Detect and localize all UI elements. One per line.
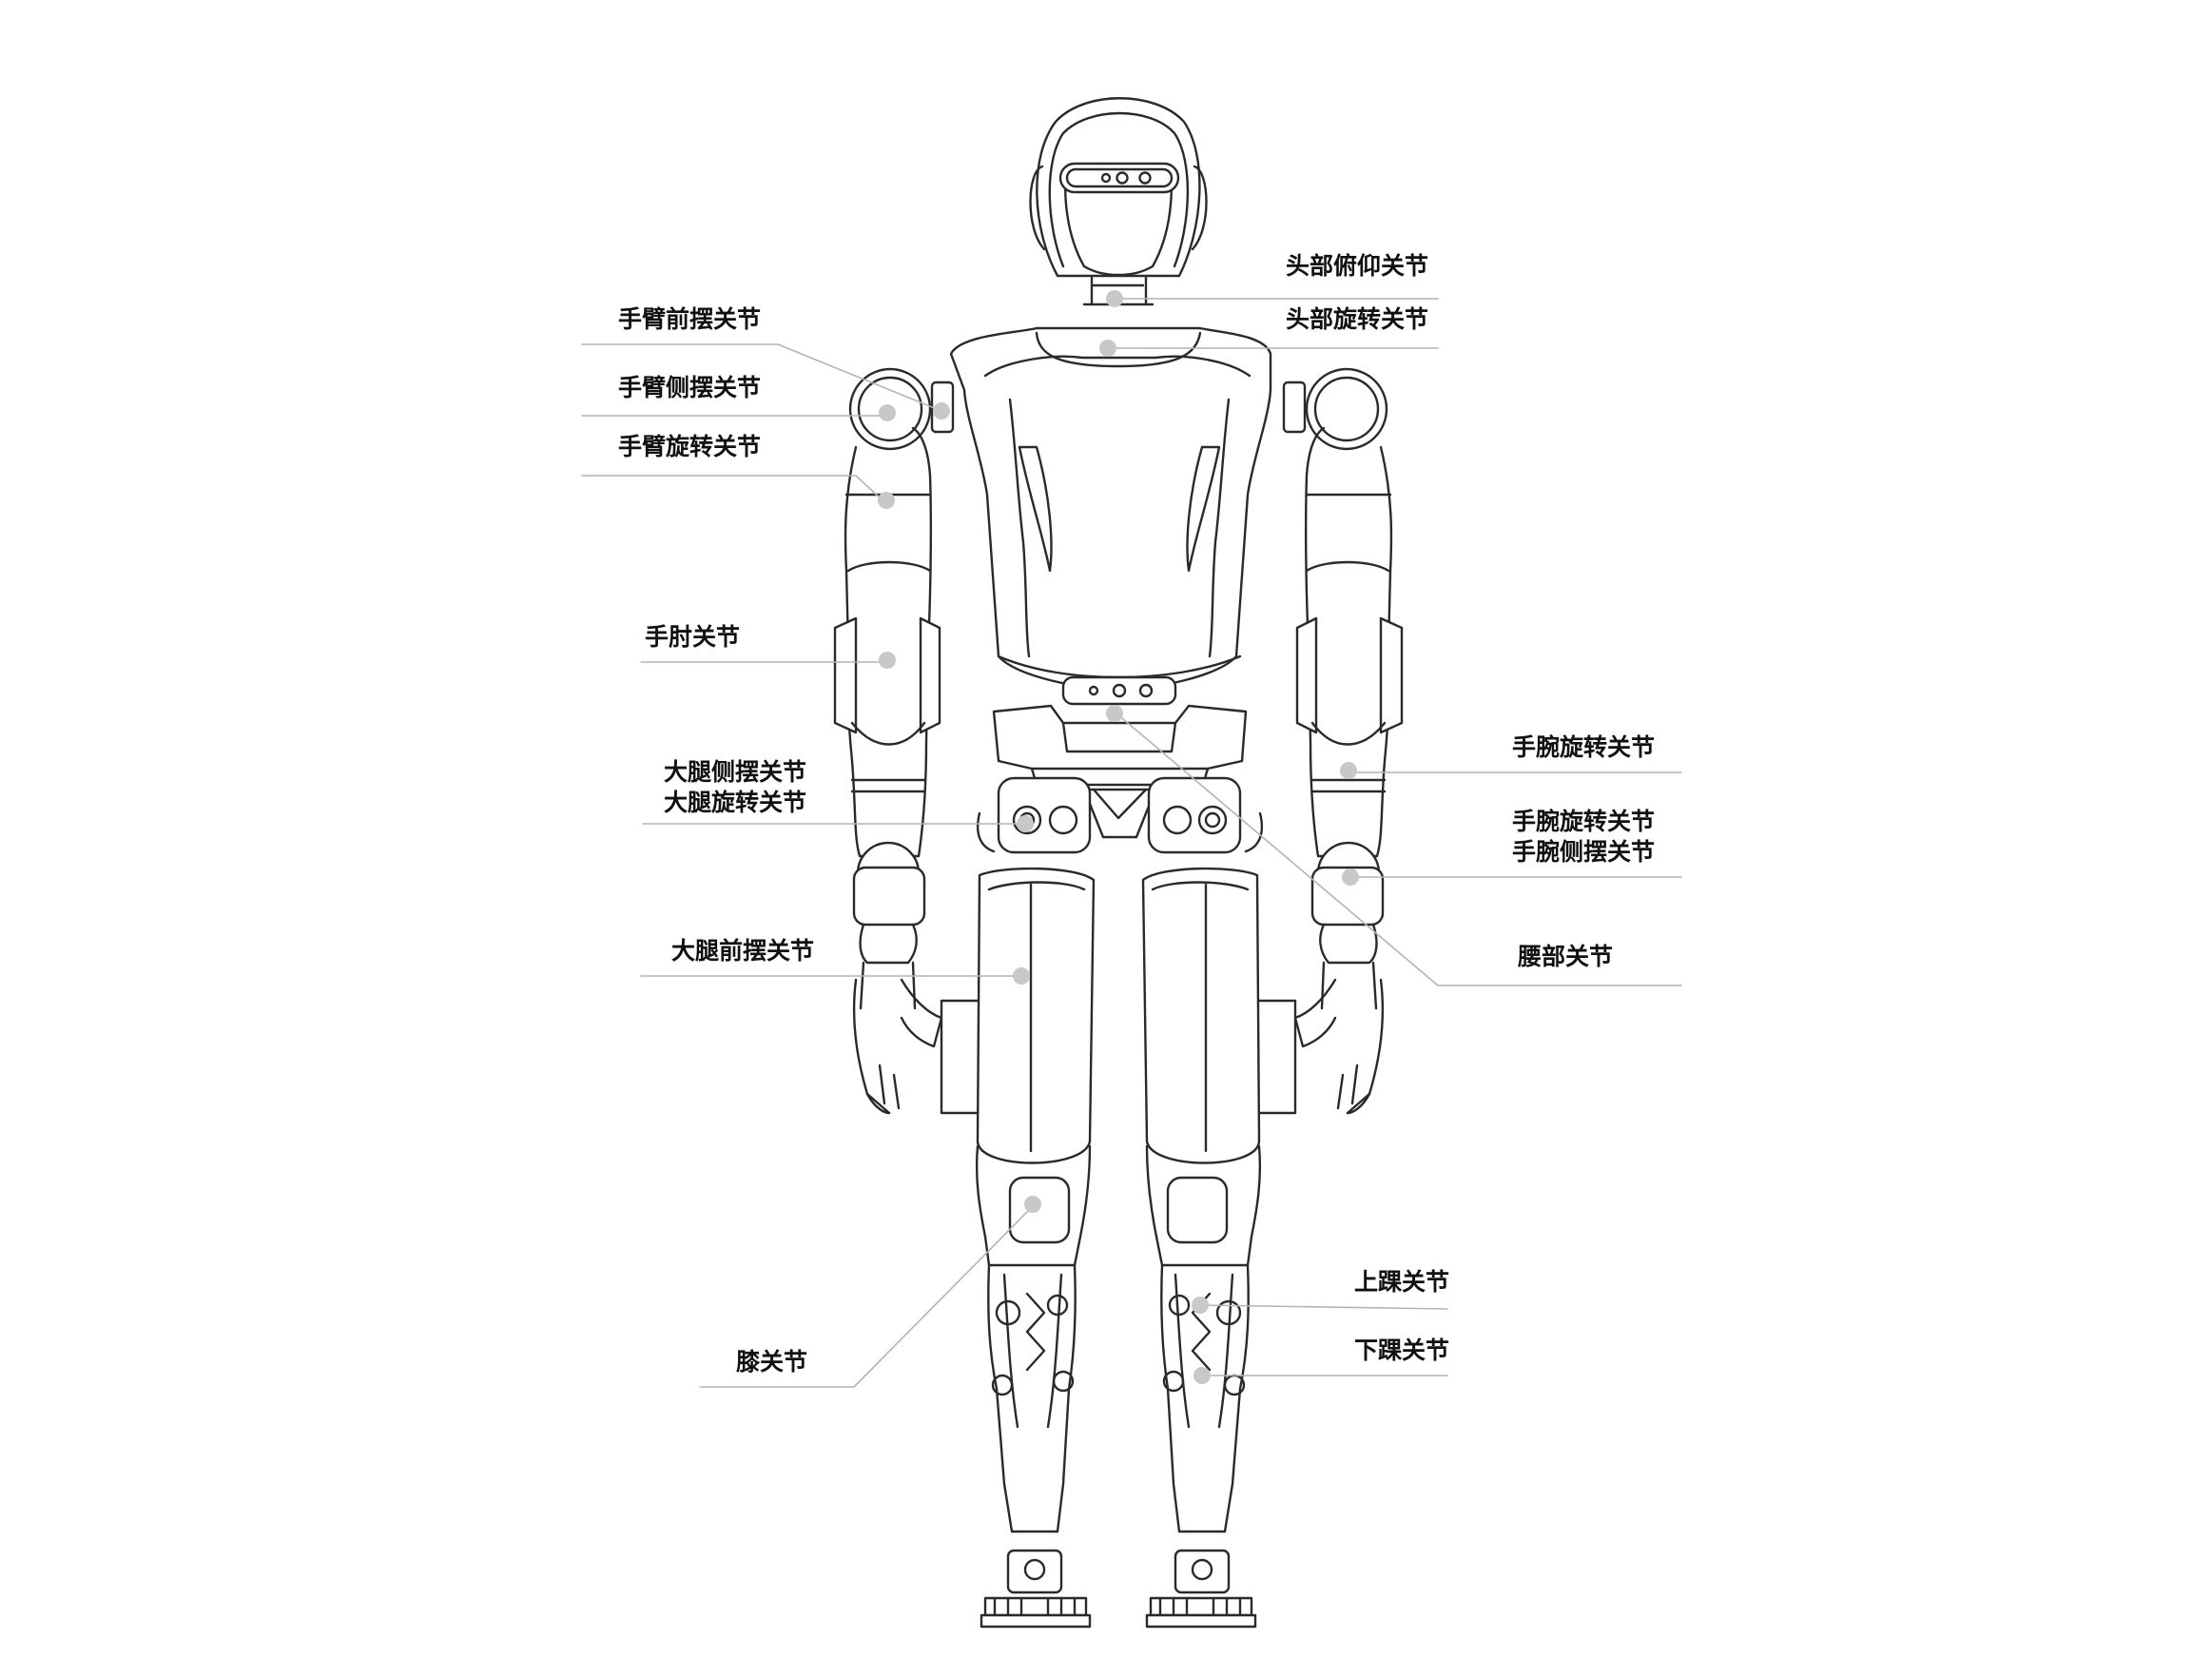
label-elbow-joint: 手肘关节 — [645, 623, 741, 651]
marker-upper-ankle — [1192, 1297, 1209, 1314]
robot-torso — [949, 326, 1272, 706]
label-head-pitch-joint: 头部俯仰关节 — [1286, 252, 1429, 280]
marker-head-pitch — [1106, 290, 1123, 307]
leader-line-upper-ankle — [1199, 1304, 1448, 1310]
label-upper-ankle-joint: 上踝关节 — [1354, 1268, 1450, 1296]
label-wrist-side-swing-joint: 手腕侧摆关节 — [1512, 838, 1656, 866]
label-wrist-rotation-joint-lower: 手腕旋转关节 — [1512, 808, 1656, 835]
robot-pelvis — [976, 704, 1264, 854]
joint-markers — [878, 290, 1359, 1384]
marker-thigh-forward-swing — [1013, 967, 1030, 985]
label-lower-ankle-joint: 下踝关节 — [1354, 1337, 1450, 1364]
leader-lines — [581, 298, 1682, 1388]
robot-arm-left-side — [833, 367, 955, 1115]
label-arm-rotation-joint: 手臂旋转关节 — [618, 433, 762, 460]
marker-arm-rotation — [878, 492, 895, 509]
leader-line-waist — [1116, 712, 1682, 986]
robot-head — [1029, 97, 1208, 306]
leader-line-arm-rotation — [581, 475, 883, 501]
robot-arm-right-side — [1282, 367, 1404, 1115]
leader-line-arm-forward-swing — [581, 343, 938, 410]
marker-knee — [1024, 1196, 1041, 1213]
marker-waist — [1106, 705, 1123, 722]
marker-elbow — [879, 652, 896, 669]
label-arm-side-swing-joint: 手臂侧摆关节 — [618, 374, 762, 401]
label-knee-joint: 膝关节 — [736, 1348, 808, 1376]
label-thigh-side-swing-joint: 大腿侧摆关节 — [664, 758, 807, 786]
label-waist-joint: 腰部关节 — [1518, 943, 1614, 970]
leader-line-knee — [699, 1205, 1034, 1388]
label-arm-forward-swing-joint: 手臂前摆关节 — [618, 305, 762, 333]
marker-arm-forward-swing — [933, 402, 950, 420]
marker-wrist-rotation — [1340, 762, 1357, 779]
label-thigh-rotation-joint: 大腿旋转关节 — [664, 789, 807, 816]
label-thigh-forward-swing-joint: 大腿前摆关节 — [671, 937, 815, 965]
marker-lower-ankle — [1193, 1367, 1211, 1384]
marker-wrist-side-swing — [1342, 869, 1359, 886]
label-head-rotation-joint: 头部旋转关节 — [1286, 305, 1429, 333]
label-wrist-rotation-joint-upper: 手腕旋转关节 — [1512, 733, 1656, 761]
marker-thigh-joints — [1017, 815, 1034, 832]
robot-leg-left-side — [940, 867, 1096, 1629]
robot-leg-right-side — [1141, 867, 1297, 1629]
marker-arm-side-swing — [879, 404, 896, 421]
marker-head-rotation — [1099, 340, 1116, 357]
